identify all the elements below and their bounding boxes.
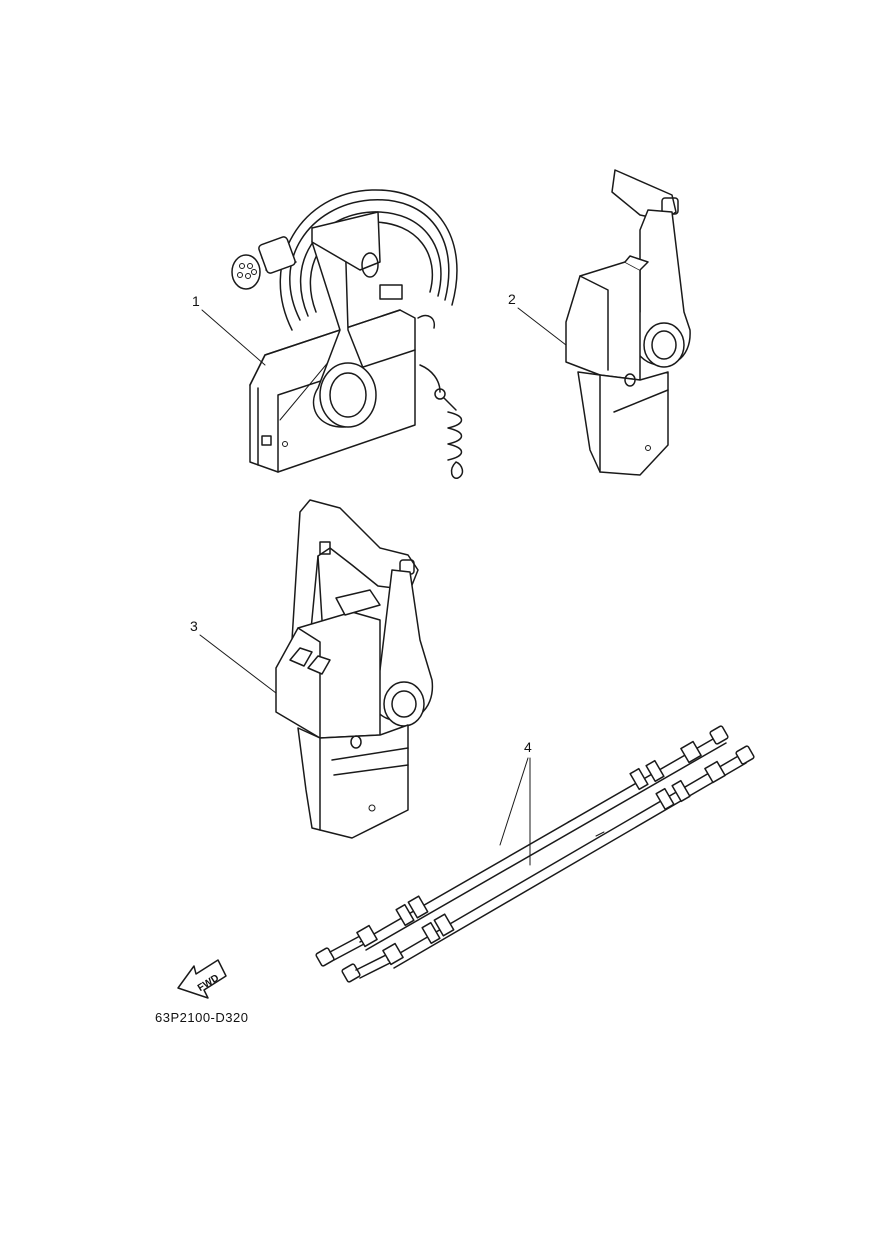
remote-control-box-2 xyxy=(565,169,691,476)
callout-4-label: 4 xyxy=(524,739,532,755)
control-cable-set-4 xyxy=(315,725,755,983)
callout-1: 1 xyxy=(192,293,266,366)
remote-control-box-3 xyxy=(275,499,434,839)
callout-3: 3 xyxy=(190,618,277,694)
callout-3-label: 3 xyxy=(190,618,198,634)
fwd-arrow-icon: FWD xyxy=(177,959,227,999)
callout-1-label: 1 xyxy=(192,293,200,309)
diagram-code: 63P2100-D320 xyxy=(155,1010,248,1025)
remote-control-box-1 xyxy=(231,189,464,479)
callout-2: 2 xyxy=(508,291,567,346)
callout-2-label: 2 xyxy=(508,291,516,307)
callout-4: 4 xyxy=(499,739,532,866)
